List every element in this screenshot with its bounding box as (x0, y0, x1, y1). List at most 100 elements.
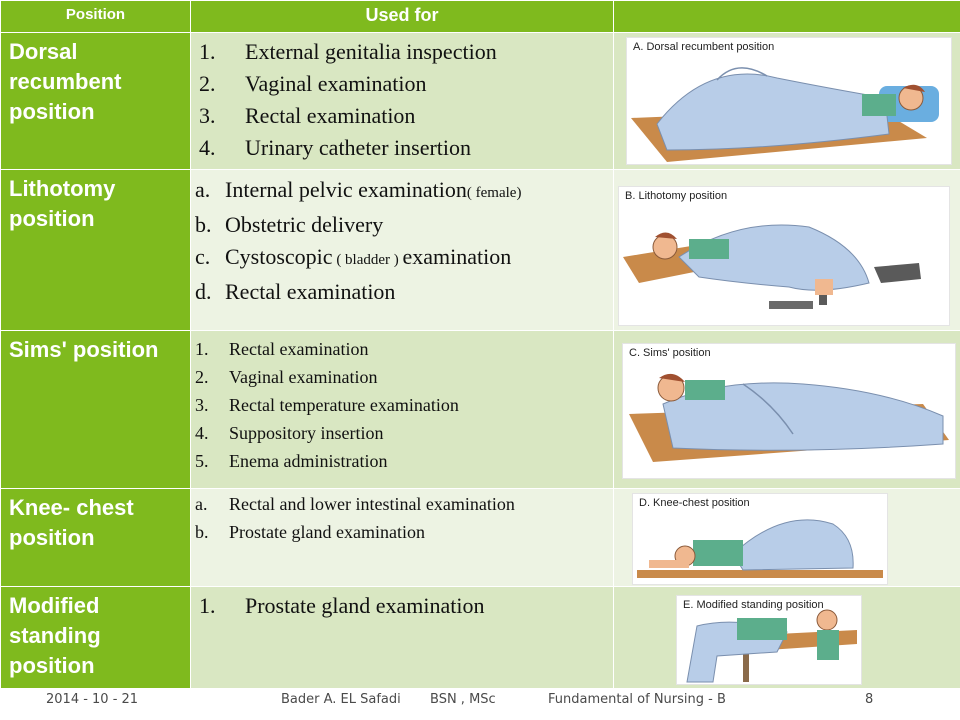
table-row: Knee- chest position a. Rectal and lower … (0, 488, 960, 587)
list-marker: 4. (199, 135, 216, 160)
use-text: Prostate gland examination (229, 522, 425, 542)
modified-standing-illustration: E. Modified standing position (676, 595, 862, 685)
positions-table: Position Used for Dorsal recumbent posit… (0, 0, 960, 689)
position-name: Dorsal recumbent position (0, 32, 191, 170)
list-item: 4. Suppository insertion (191, 419, 613, 447)
list-marker: 2. (195, 367, 209, 387)
list-item: 2. Vaginal examination (191, 363, 613, 391)
use-text: Rectal examination (229, 339, 369, 359)
use-text: Rectal examination (225, 279, 396, 304)
use-text: Internal pelvic examination (225, 177, 467, 202)
patient-illustration-icon (629, 373, 949, 462)
list-item: 5. Enema administration (191, 447, 613, 475)
image-cell: B. Lithotomy position (613, 169, 960, 331)
patient-illustration-icon (623, 224, 921, 309)
use-text: Vaginal examination (245, 71, 427, 96)
list-marker: 3. (199, 103, 216, 128)
use-text: Enema administration (229, 451, 388, 471)
list-marker: 4. (195, 423, 209, 443)
footer-date: 2014 - 10 - 21 (46, 692, 139, 707)
list-marker: 5. (195, 451, 209, 471)
list-marker: d. (195, 279, 212, 304)
uses-list: 1. External genitalia inspection 2. Vagina… (191, 36, 613, 164)
table-row: Modified standing position 1. Prostate gl… (0, 586, 960, 689)
header-position: Position (0, 0, 191, 33)
uses-list: a. Internal pelvic examination( female) b… (191, 174, 613, 308)
position-name: Lithotomy position (0, 169, 191, 331)
footer-course: Fundamental of Nursing - B (548, 692, 726, 707)
use-text: Suppository insertion (229, 423, 384, 443)
slide-footer: 2014 - 10 - 21 Bader A. EL Safadi BSN , … (0, 686, 960, 720)
list-item: c. Cystoscopic ( bladder ) examination (191, 241, 613, 276)
uses-list: a. Rectal and lower intestinal examinatio… (191, 491, 613, 547)
image-caption: E. Modified standing position (683, 599, 824, 611)
position-name: Modified standing position (0, 586, 191, 689)
patient-illustration-icon (631, 67, 939, 162)
list-marker: c. (195, 244, 211, 269)
uses-cell: 1. Rectal examination 2. Vaginal examinati… (190, 330, 614, 489)
use-text: Urinary catheter insertion (245, 135, 472, 160)
uses-cell: a. Internal pelvic examination( female) b… (190, 169, 614, 331)
list-item: 1. External genitalia inspection (191, 36, 613, 68)
image-caption: C. Sims' position (629, 347, 711, 359)
uses-cell: 1. Prostate gland examination (190, 586, 614, 689)
use-text: Vaginal examination (229, 367, 378, 387)
uses-cell: 1. External genitalia inspection 2. Vagina… (190, 32, 614, 170)
uses-list: 1. Rectal examination 2. Vaginal examinati… (191, 335, 613, 475)
list-item: 2. Vaginal examination (191, 68, 613, 100)
position-name: Sims' position (0, 330, 191, 489)
list-item: a. Internal pelvic examination( female) (191, 174, 613, 209)
use-text: Rectal temperature examination (229, 395, 459, 415)
list-marker: a. (195, 494, 208, 514)
dorsal-recumbent-illustration: A. Dorsal recumbent position (626, 37, 952, 165)
list-item: 1. Rectal examination (191, 335, 613, 363)
list-marker: b. (195, 522, 209, 542)
use-note: ( female) (466, 185, 522, 201)
list-item: b. Obstetric delivery (191, 209, 613, 241)
use-text: External genitalia inspection (245, 39, 497, 64)
patient-illustration-icon (686, 609, 857, 683)
image-cell: A. Dorsal recumbent position (613, 32, 960, 170)
list-item: d. Rectal examination (191, 276, 613, 308)
use-text: Rectal and lower intestinal examination (229, 494, 515, 514)
list-marker: 1. (195, 339, 209, 359)
image-cell: E. Modified standing position (613, 586, 960, 689)
position-name: Knee- chest position (0, 488, 191, 587)
footer-author: Bader A. EL Safadi (281, 692, 401, 707)
list-item: 3. Rectal temperature examination (191, 391, 613, 419)
list-marker: 2. (199, 71, 216, 96)
list-item: b. Prostate gland examination (191, 517, 613, 547)
use-text: Obstetric delivery (225, 212, 384, 237)
table-row: Sims' position 1. Rectal examination 2. Va… (0, 330, 960, 489)
knee-chest-illustration: D. Knee-chest position (632, 493, 888, 585)
image-caption: D. Knee-chest position (639, 497, 750, 509)
list-marker: 1. (199, 593, 216, 618)
use-text: examination (402, 244, 512, 269)
table-header-row: Position Used for (0, 0, 960, 33)
header-used-for: Used for (190, 0, 614, 33)
list-marker: 3. (195, 395, 209, 415)
page-number: 8 (865, 692, 874, 707)
table-row: Lithotomy position a. Internal pelvic exa… (0, 169, 960, 331)
image-cell: D. Knee-chest position (613, 488, 960, 587)
image-cell: C. Sims' position (613, 330, 960, 489)
list-marker: b. (195, 212, 212, 237)
use-text: Prostate gland examination (245, 593, 485, 618)
header-image (613, 0, 960, 33)
table-row: Dorsal recumbent position 1. External gen… (0, 32, 960, 170)
list-item: 3. Rectal examination (191, 100, 613, 132)
patient-illustration-icon (637, 519, 883, 578)
image-caption: A. Dorsal recumbent position (633, 41, 775, 53)
footer-degree: BSN , MSc (430, 692, 496, 707)
sims-illustration: C. Sims' position (622, 343, 956, 479)
list-marker: a. (195, 177, 211, 202)
uses-cell: a. Rectal and lower intestinal examinatio… (190, 488, 614, 587)
use-text: Cystoscopic (225, 244, 333, 269)
list-marker: 1. (199, 39, 216, 64)
list-item: 4. Urinary catheter insertion (191, 132, 613, 164)
use-text: Rectal examination (245, 103, 416, 128)
list-item: a. Rectal and lower intestinal examinatio… (191, 491, 613, 517)
image-caption: B. Lithotomy position (625, 190, 728, 202)
use-note: ( bladder ) (332, 252, 403, 268)
